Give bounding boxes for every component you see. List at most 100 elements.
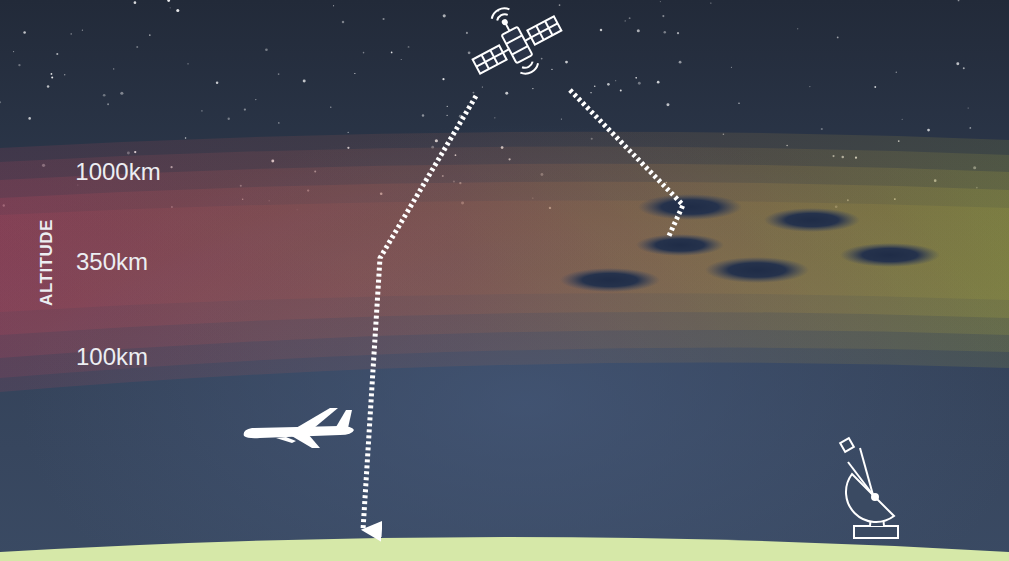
star xyxy=(185,137,187,139)
star xyxy=(607,83,610,86)
star xyxy=(677,32,679,34)
star xyxy=(216,81,219,84)
star xyxy=(565,61,568,64)
star xyxy=(664,31,666,33)
star xyxy=(956,62,959,65)
airplane-icon xyxy=(244,408,354,448)
star xyxy=(187,63,188,64)
star xyxy=(494,117,495,118)
altitude-mark: 1000km xyxy=(75,160,160,184)
radio-telescope xyxy=(840,438,898,538)
star xyxy=(447,115,448,116)
star xyxy=(51,76,53,78)
star xyxy=(56,53,58,55)
star xyxy=(482,87,483,88)
star xyxy=(303,80,306,83)
star xyxy=(615,80,616,81)
star xyxy=(468,51,471,54)
star xyxy=(149,34,151,36)
star xyxy=(28,117,31,120)
star xyxy=(551,69,552,70)
star xyxy=(731,67,732,68)
star xyxy=(638,82,641,85)
star xyxy=(167,0,170,2)
star xyxy=(541,58,543,60)
star xyxy=(333,5,334,6)
star xyxy=(134,1,137,4)
star xyxy=(170,7,171,8)
star xyxy=(401,59,402,60)
star xyxy=(0,101,1,103)
star xyxy=(532,88,533,89)
star xyxy=(874,86,876,88)
star xyxy=(47,85,49,87)
refracted-signal xyxy=(363,96,476,530)
star xyxy=(244,108,246,110)
star xyxy=(113,68,114,69)
star xyxy=(738,103,740,105)
star xyxy=(408,46,410,48)
star xyxy=(71,33,72,34)
star xyxy=(363,52,365,54)
star xyxy=(590,92,591,93)
star xyxy=(447,106,448,107)
star xyxy=(594,85,596,87)
star xyxy=(330,107,331,108)
star xyxy=(201,110,203,112)
star xyxy=(902,119,903,120)
satellite-icon xyxy=(458,0,572,94)
axis-title: ALTITUDE xyxy=(37,219,54,306)
star xyxy=(797,28,798,29)
star xyxy=(968,107,969,108)
scattered-signal xyxy=(570,90,683,238)
star xyxy=(383,18,385,20)
star xyxy=(629,17,631,19)
star xyxy=(710,2,711,3)
star xyxy=(278,73,280,75)
star xyxy=(809,86,810,87)
star xyxy=(422,114,424,116)
star xyxy=(348,132,349,133)
star xyxy=(466,32,468,34)
star xyxy=(958,0,960,1)
star xyxy=(635,77,637,79)
star xyxy=(136,46,138,48)
star xyxy=(176,9,179,12)
star xyxy=(51,73,53,75)
star xyxy=(821,128,823,130)
star xyxy=(505,92,508,95)
star xyxy=(662,15,664,17)
altitude-mark: 350km xyxy=(76,250,148,274)
star xyxy=(64,74,66,76)
star xyxy=(443,14,446,17)
ionosphere-bands xyxy=(0,132,1009,392)
star xyxy=(120,92,123,95)
star xyxy=(666,103,669,106)
star xyxy=(559,4,561,6)
earth-surface xyxy=(0,537,1009,561)
star xyxy=(391,52,393,54)
star xyxy=(278,122,279,123)
star xyxy=(969,127,971,129)
star xyxy=(600,29,602,31)
star xyxy=(82,30,83,31)
star xyxy=(561,118,562,119)
star xyxy=(927,129,930,132)
star xyxy=(342,21,345,24)
star xyxy=(442,78,444,80)
star xyxy=(837,37,839,39)
star xyxy=(107,103,109,105)
star xyxy=(103,94,106,97)
star xyxy=(13,51,14,52)
star xyxy=(265,48,268,51)
plasma-bubbles xyxy=(560,194,940,292)
altitude-mark: 100km xyxy=(76,345,148,369)
star xyxy=(228,118,230,120)
star xyxy=(679,61,682,64)
star xyxy=(23,31,26,34)
star xyxy=(637,29,640,32)
